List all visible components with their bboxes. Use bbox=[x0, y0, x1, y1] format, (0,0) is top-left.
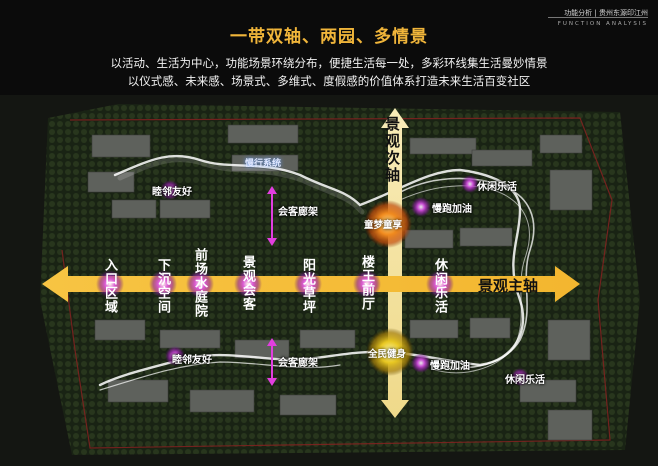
site-boundary bbox=[61, 117, 613, 449]
fitness-zone-ring bbox=[366, 328, 414, 376]
kids-zone-ring bbox=[364, 200, 412, 248]
header-tag-cn: 功能分析 | 贵州东源印江州 bbox=[564, 9, 648, 17]
node-leisure-main: 休闲乐活 bbox=[432, 258, 447, 314]
header-tag-en: FUNCTION ANALYSIS bbox=[557, 21, 648, 27]
page-title: 一带双轴、两园、多情景 bbox=[230, 27, 428, 47]
jog-top-label: 慢跑加油 bbox=[432, 204, 472, 215]
header-divider bbox=[548, 17, 648, 18]
corridor-bottom-label: 会客廊架 bbox=[278, 358, 318, 369]
subtitle-line-2: 以仪式感、未来感、场景式、多维式、度假感的价值体系打造未来生活百变社区 bbox=[127, 74, 531, 88]
fitness-zone-label: 全民健身 bbox=[368, 349, 407, 360]
corridor-top-label: 会客廊架 bbox=[278, 207, 318, 218]
walkway-label: 慢行系统 bbox=[245, 159, 282, 169]
main-axis-label: 景观主轴 bbox=[478, 277, 539, 295]
scene-node-rings bbox=[160, 175, 529, 386]
header-tag: 功能分析 | 贵州东源印江州 FUNCTION ANALYSIS bbox=[558, 8, 648, 30]
node-king-lobby: 楼王前厅 bbox=[359, 255, 374, 311]
leisure-top-label: 休闲乐活 bbox=[477, 182, 517, 193]
neighbor-top-label: 睦邻友好 bbox=[152, 187, 192, 198]
subtitle-line-1: 以活动、生活为中心，功能场景环绕分布，便捷生活每一处，多彩环线集生活曼妙情景 bbox=[110, 56, 548, 70]
secondary-axis-label: 景观次轴 bbox=[383, 116, 401, 184]
jog-bottom-label: 慢跑加油 bbox=[430, 361, 470, 372]
neighbor-bottom-label: 睦邻友好 bbox=[172, 355, 212, 366]
node-landscape-lounge: 景观会客 bbox=[240, 255, 255, 311]
building-blocks bbox=[87, 124, 593, 441]
leisure-bottom-label: 休闲乐活 bbox=[505, 375, 545, 386]
main-axis-node-rings bbox=[96, 270, 454, 298]
node-sunken-space: 下沉空间 bbox=[155, 258, 170, 314]
node-entrance: 入口区域 bbox=[102, 258, 117, 314]
node-sunny-lawn: 阳光草坪 bbox=[300, 258, 315, 314]
kids-zone-label: 童梦童享 bbox=[364, 220, 403, 231]
corridor-markers bbox=[267, 186, 277, 386]
node-water-court: 前场水庭院 bbox=[192, 248, 207, 318]
